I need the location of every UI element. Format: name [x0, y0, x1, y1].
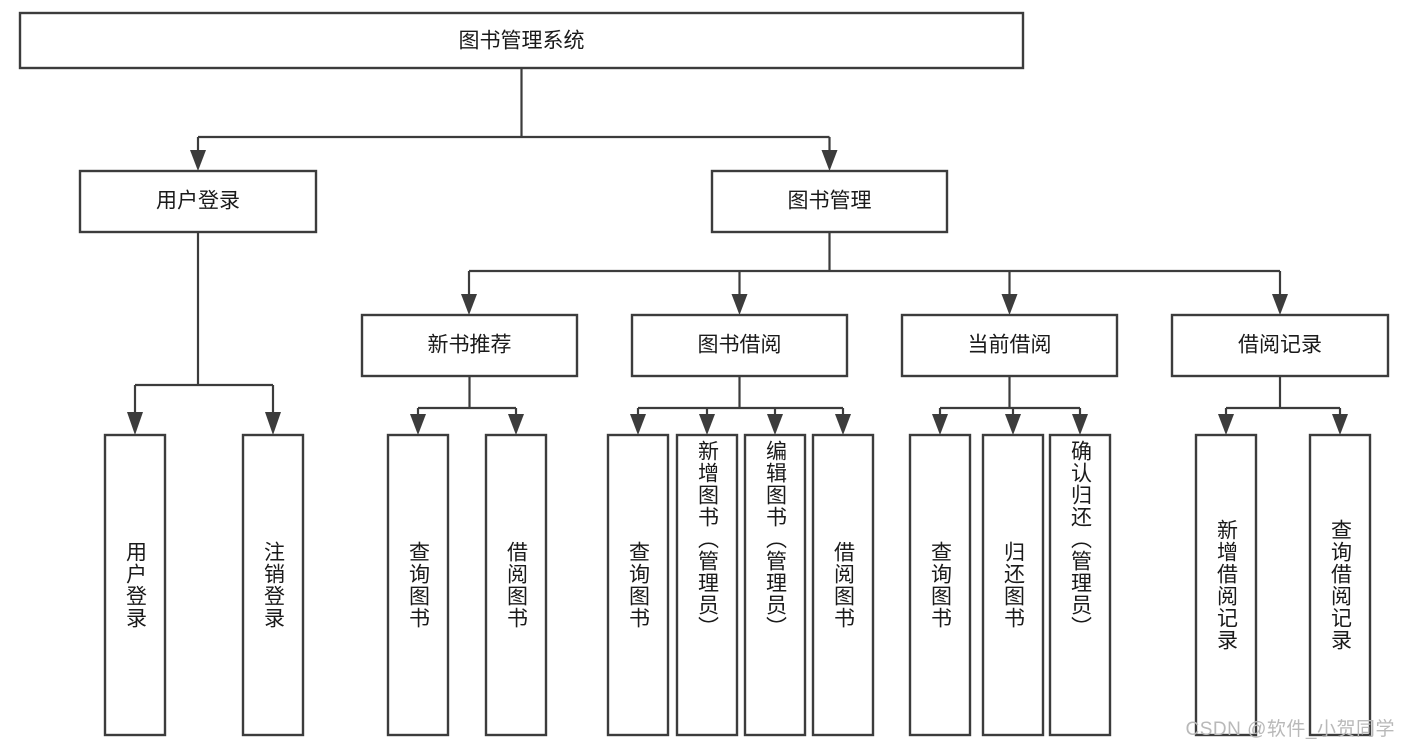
node-leaf-query-books-recommend-rect[interactable]	[386, 433, 450, 737]
node-leaf-return-book-rect[interactable]	[981, 433, 1045, 737]
arrow-leaf-query-books-borrow-icon	[630, 414, 646, 435]
connector-group-borrow-record-to-leaves	[1218, 376, 1348, 435]
connector-group-root-to-level2	[190, 68, 838, 171]
node-leaf-confirm-return-admin-rect[interactable]	[1048, 433, 1112, 737]
node-leaf-query-books-borrow-rect[interactable]	[606, 433, 670, 737]
node-user-login-rect[interactable]	[78, 169, 318, 234]
arrow-to-current-borrow-icon	[1001, 294, 1018, 315]
node-leaf-edit-book-admin-rect[interactable]	[743, 433, 807, 737]
connector-group-user-login-to-leaves	[127, 232, 281, 435]
arrow-to-new-book-recommend-icon	[461, 294, 477, 315]
connector-group-book-borrow-to-leaves	[630, 376, 851, 435]
node-leaf-borrow-books-recommend-rect[interactable]	[484, 433, 548, 737]
node-new-book-recommend-label: 新书推荐	[428, 334, 512, 357]
arrow-leaf-user-logout-icon	[265, 412, 281, 435]
node-new-book-recommend[interactable]: 新书推荐	[360, 313, 579, 378]
arrow-to-book-management-icon	[821, 150, 838, 171]
node-borrow-record[interactable]: 借阅记录	[1170, 313, 1390, 378]
node-leaf-query-books-current-rect[interactable]	[908, 433, 972, 737]
arrow-leaf-borrow-book-icon	[835, 414, 851, 435]
connector-group-current-borrow-to-leaves	[932, 376, 1088, 435]
node-root-label: 图书管理系统	[459, 30, 585, 53]
connector-group-new-book-recommend-to-leaves	[410, 376, 524, 435]
arrow-leaf-query-books-current-icon	[932, 414, 948, 435]
node-leaf-user-logout-rect[interactable]	[241, 433, 305, 737]
node-book-management[interactable]: 图书管理	[710, 169, 949, 234]
node-leaf-add-book-admin-rect[interactable]	[675, 433, 739, 737]
node-root[interactable]: 图书管理系统	[18, 11, 1025, 70]
node-borrow-record-rect[interactable]	[1170, 313, 1390, 378]
node-book-borrow-rect[interactable]	[630, 313, 849, 378]
node-book-borrow[interactable]: 图书借阅	[630, 313, 849, 378]
arrow-leaf-return-book-icon	[1005, 414, 1021, 435]
arrow-to-user-login-icon	[190, 150, 206, 171]
arrow-leaf-add-borrow-record-icon	[1218, 414, 1234, 435]
node-current-borrow[interactable]: 当前借阅	[900, 313, 1119, 378]
node-new-book-recommend-rect[interactable]	[360, 313, 579, 378]
node-user-login[interactable]: 用户登录	[78, 169, 318, 234]
node-leaf-borrow-book-rect[interactable]	[811, 433, 875, 737]
node-book-management-rect[interactable]	[710, 169, 949, 234]
arrow-leaf-edit-book-admin-icon	[767, 414, 783, 435]
arrow-to-borrow-record-icon	[1272, 294, 1288, 315]
node-book-borrow-label: 图书借阅	[698, 334, 782, 357]
node-current-borrow-rect[interactable]	[900, 313, 1119, 378]
node-current-borrow-label: 当前借阅	[968, 334, 1052, 357]
arrow-leaf-add-book-admin-icon	[699, 414, 715, 435]
arrow-leaf-confirm-return-admin-icon	[1072, 414, 1088, 435]
node-root-rect[interactable]	[18, 11, 1025, 70]
arrow-leaf-user-login-icon	[127, 412, 143, 435]
arrow-leaf-query-books-recommend-icon	[410, 414, 426, 435]
connector-group-book-management-to-level3	[461, 232, 1288, 315]
node-book-management-label: 图书管理	[788, 190, 872, 213]
node-borrow-record-label: 借阅记录	[1238, 334, 1322, 357]
node-leaf-add-borrow-record-rect[interactable]	[1194, 433, 1258, 737]
arrow-to-book-borrow-icon	[731, 294, 748, 315]
arrow-leaf-borrow-books-recommend-icon	[508, 414, 524, 435]
node-leaf-user-login-rect[interactable]	[103, 433, 167, 737]
node-leaf-query-borrow-record-rect[interactable]	[1308, 433, 1372, 737]
arrow-leaf-query-borrow-record-icon	[1332, 414, 1348, 435]
csdn-watermark: CSDN @软件_小贺同学	[1185, 719, 1395, 740]
node-user-login-label: 用户登录	[156, 190, 240, 213]
